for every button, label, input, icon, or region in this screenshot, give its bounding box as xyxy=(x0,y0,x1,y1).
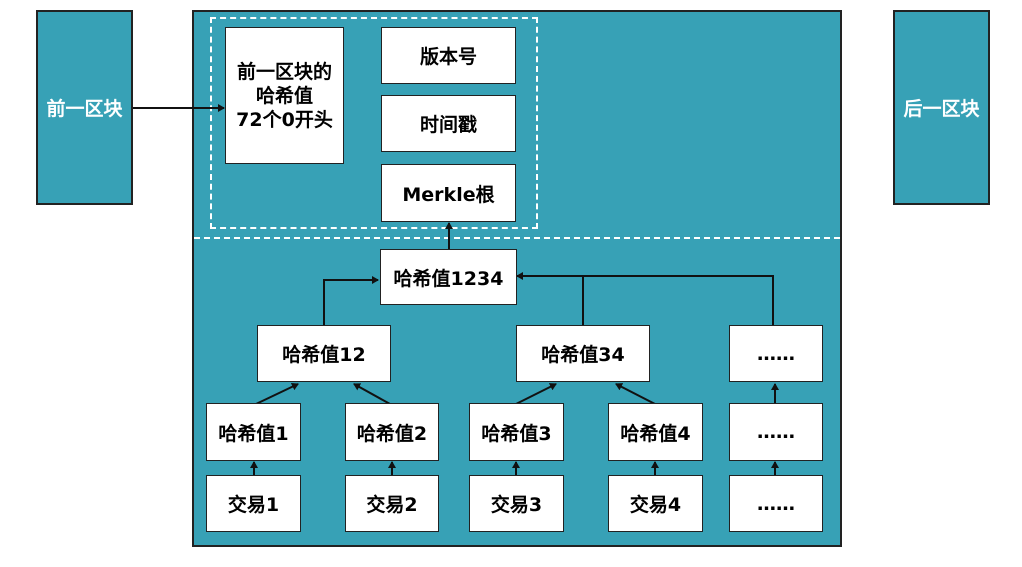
hash-3-box: 哈希值3 xyxy=(469,403,564,461)
hash-2-label: 哈希值2 xyxy=(356,422,428,445)
merkle-root-label: Merkle根 xyxy=(402,183,495,206)
ellipsis-top-label: …… xyxy=(757,342,795,365)
prev-hash-box: 前一区块的 哈希值 72个0开头 xyxy=(225,27,344,164)
previous-block: 前一区块 xyxy=(36,10,133,205)
prev-hash-line3: 72个0开头 xyxy=(236,108,333,131)
hash3-to-hash34-arrow xyxy=(515,383,557,405)
previous-block-label: 前一区块 xyxy=(46,98,123,120)
version-box: 版本号 xyxy=(381,27,516,84)
next-block: 后一区块 xyxy=(893,10,990,205)
hash-4-label: 哈希值4 xyxy=(620,422,691,445)
tx-4-box: 交易4 xyxy=(608,475,703,532)
version-label: 版本号 xyxy=(419,46,477,68)
merkle-root-box: Merkle根 xyxy=(381,164,516,222)
hash-34-label: 哈希值34 xyxy=(541,344,625,366)
next-block-label: 后一区块 xyxy=(903,98,980,120)
tx-2-label: 交易2 xyxy=(366,494,418,516)
ellipsis-mid-label: …… xyxy=(757,421,795,443)
hash2-to-hash12-arrow xyxy=(353,383,391,405)
hash12-to-root-line xyxy=(323,276,379,325)
tx-3-label: 交易3 xyxy=(490,494,543,516)
timestamp-label: 时间戳 xyxy=(419,114,477,136)
header-body-divider xyxy=(194,237,840,239)
hash-12-box: 哈希值12 xyxy=(257,325,391,382)
ellipsis-mid-box: …… xyxy=(729,403,823,461)
block-header-region xyxy=(210,17,538,229)
hash-2-box: 哈希值2 xyxy=(345,403,439,461)
hash4-to-hash34-arrow xyxy=(615,383,656,405)
prev-hash-line2: 哈希值 xyxy=(255,84,313,107)
ellipsis-top-box: …… xyxy=(729,325,823,382)
tx-3-box: 交易3 xyxy=(469,475,564,532)
tx-4-label: 交易4 xyxy=(629,494,682,516)
ellipsis-bottom-box: …… xyxy=(729,475,823,532)
ellipsis-to-root-line xyxy=(516,272,774,325)
hash-4-box: 哈希值4 xyxy=(608,403,703,461)
prev-hash-line1: 前一区块的 xyxy=(236,60,332,83)
hash-12-label: 哈希值12 xyxy=(282,344,366,366)
timestamp-box: 时间戳 xyxy=(381,95,516,152)
tx-2-box: 交易2 xyxy=(345,475,439,532)
ellipsis-bottom-label: …… xyxy=(757,492,795,515)
hash-1234-box: 哈希值1234 xyxy=(380,249,517,305)
hash-1234-label: 哈希值1234 xyxy=(393,267,504,290)
hash-3-label: 哈希值3 xyxy=(481,422,552,445)
tx-1-label: 交易1 xyxy=(227,494,280,516)
hash-1-box: 哈希值1 xyxy=(206,403,301,461)
hash1-to-hash12-arrow xyxy=(255,382,299,405)
hash-1-label: 哈希值1 xyxy=(218,422,289,445)
tx-1-box: 交易1 xyxy=(206,475,301,532)
hash-34-box: 哈希值34 xyxy=(516,325,650,382)
